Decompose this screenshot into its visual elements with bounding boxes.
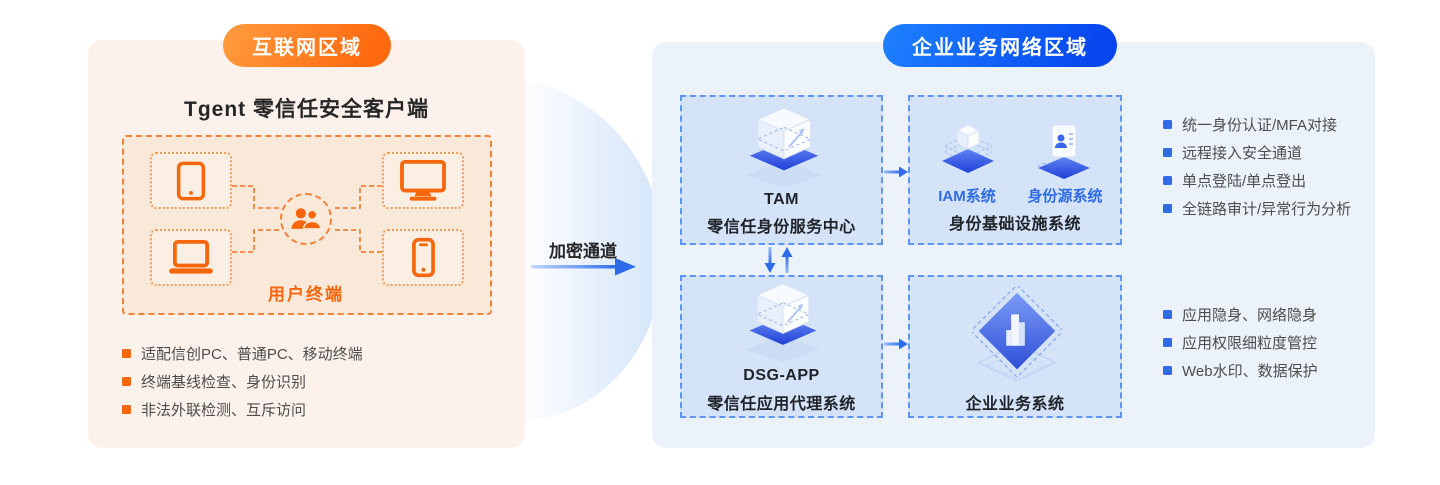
iam-system-label: IAM系统	[938, 188, 996, 205]
smartphone-icon	[411, 237, 435, 278]
bullet-square-icon	[1163, 175, 1172, 185]
identity-infrastructure-caption: 身份基础设施系统	[948, 216, 1081, 233]
tablet-device-box	[150, 152, 232, 209]
bullet-square-icon	[1163, 119, 1172, 129]
list-item: 远程接入安全通道	[1163, 138, 1351, 166]
bullet-square-icon	[1163, 203, 1172, 213]
bullet-square-icon	[122, 404, 131, 414]
list-item-label: 应用隐身、网络隐身	[1182, 306, 1318, 324]
list-item: 应用隐身、网络隐身	[1163, 300, 1318, 328]
bullet-square-icon	[122, 376, 131, 386]
list-item: 非法外联检测、互斥访问	[122, 395, 363, 423]
encrypted-channel-label: 加密通道	[549, 242, 617, 261]
laptop-icon	[169, 239, 213, 274]
users-hub	[280, 193, 332, 245]
tam-subtitle: 零信任身份服务中心	[707, 219, 856, 236]
list-item: 单点登陆/单点登出	[1163, 166, 1351, 194]
desktop-icon	[400, 159, 446, 201]
users-icon	[291, 208, 322, 230]
business-system-caption: 企业业务系统	[965, 396, 1065, 413]
list-item-label: Web水印、数据保护	[1182, 362, 1318, 380]
bullet-square-icon	[1163, 309, 1172, 319]
bullet-square-icon	[1163, 365, 1172, 375]
list-item-label: 远程接入安全通道	[1182, 144, 1303, 162]
application-feature-list: 应用隐身、网络隐身 应用权限细粒度管控 Web水印、数据保护	[1163, 300, 1318, 384]
identity-feature-list: 统一身份认证/MFA对接 远程接入安全通道 单点登陆/单点登出 全链路审计/异常…	[1163, 110, 1351, 222]
bullet-square-icon	[1163, 147, 1172, 157]
internet-feature-list: 适配信创PC、普通PC、移动终端 终端基线检查、身份识别 非法外联检测、互斥访问	[122, 339, 363, 423]
identity-infrastructure-box: IAM系统 身份源系统 身份基础设施系统	[908, 95, 1122, 245]
dsg-app-box: DSG-APP 零信任应用代理系统	[680, 275, 883, 418]
list-item: 全链路审计/异常行为分析	[1163, 194, 1351, 222]
list-item-label: 应用权限细粒度管控	[1182, 334, 1318, 352]
dsg-title: DSG-APP	[743, 367, 820, 384]
iam-platform-icon	[942, 124, 994, 173]
list-item-label: 全链路审计/异常行为分析	[1182, 200, 1352, 218]
list-item-label: 非法外联检测、互斥访问	[141, 401, 307, 419]
business-system-box: 企业业务系统	[908, 275, 1122, 418]
list-item: Web水印、数据保护	[1163, 356, 1318, 384]
laptop-device-box	[150, 229, 232, 286]
list-item-label: 统一身份认证/MFA对接	[1182, 116, 1338, 134]
identity-card-icon	[1036, 124, 1090, 179]
enterprise-zone-badge: 企业业务网络区域	[883, 24, 1117, 67]
business-diamond-icon	[969, 283, 1065, 382]
list-item: 适配信创PC、普通PC、移动终端	[122, 339, 363, 367]
list-item: 统一身份认证/MFA对接	[1163, 110, 1351, 138]
bullet-square-icon	[1163, 337, 1172, 347]
list-item: 终端基线检查、身份识别	[122, 367, 363, 395]
list-item-label: 终端基线检查、身份识别	[141, 373, 307, 391]
identity-source-label: 身份源系统	[1027, 188, 1103, 205]
isometric-cube-icon	[745, 107, 823, 189]
bullet-square-icon	[122, 348, 131, 358]
list-item-label: 适配信创PC、普通PC、移动终端	[141, 345, 363, 363]
list-item: 应用权限细粒度管控	[1163, 328, 1318, 356]
client-title: Tgent 零信任安全客户端	[184, 98, 429, 121]
tam-box: TAM 零信任身份服务中心	[680, 95, 883, 245]
tablet-icon	[176, 161, 206, 200]
tam-title: TAM	[764, 191, 799, 208]
desktop-device-box	[382, 152, 464, 209]
phone-device-box	[382, 229, 464, 286]
list-item-label: 单点登陆/单点登出	[1182, 172, 1307, 190]
terminal-label: 用户终端	[268, 285, 344, 304]
dsg-subtitle: 零信任应用代理系统	[707, 396, 856, 413]
isometric-cube-icon	[745, 283, 821, 363]
internet-zone-badge: 互联网区域	[223, 24, 391, 67]
